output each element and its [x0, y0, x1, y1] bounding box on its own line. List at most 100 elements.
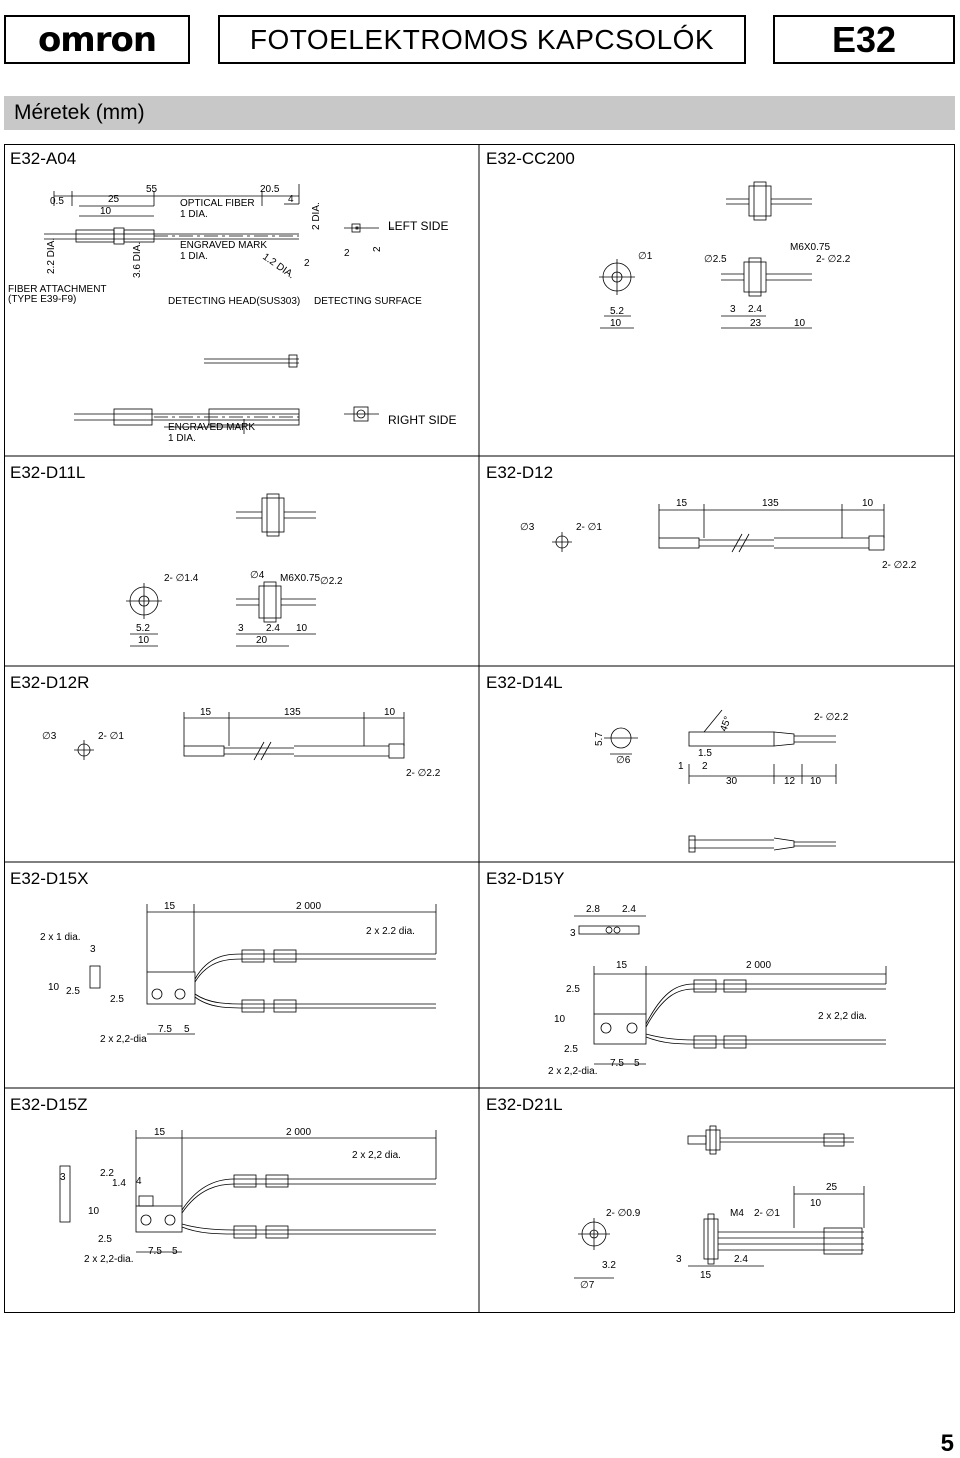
- d14l-dim-12: 12: [784, 776, 796, 787]
- panel-label-e32-d15x: E32-D15X: [10, 869, 88, 888]
- panel-label-e32-d12r: E32-D12R: [10, 673, 89, 692]
- d15x-dim-7.5: 7.5: [158, 1024, 172, 1035]
- drawing-e32-d15x: 15 2 000 2 x 1 dia. 3 2 x 2.2 dia. 10 2.…: [40, 901, 437, 1045]
- d15y-dim-2.5a: 2.5: [566, 984, 580, 995]
- a04-label-1dia-c: 1 DIA.: [168, 433, 196, 444]
- a04-label-type-e39: (TYPE E39-F9): [8, 294, 76, 305]
- panel-label-e32-cc200: E32-CC200: [486, 149, 575, 168]
- dimension-drawings-grid: E32-A04 E32-CC200 E32-D11L E32-D12 E32-D…: [4, 144, 955, 1313]
- header-code-box: E32: [773, 15, 955, 64]
- a04-label-engraved-mark-b: ENGRAVED MARK: [168, 422, 255, 433]
- d12-dim-10: 10: [862, 498, 874, 509]
- d11l-dim-dia2.2: ∅2.2: [320, 576, 343, 587]
- d15z-dim-2.5: 2.5: [98, 1234, 112, 1245]
- cc200-dim-23: 23: [750, 318, 762, 329]
- panel-label-e32-d12: E32-D12: [486, 463, 553, 482]
- d15z-dim-7.5: 7.5: [148, 1246, 162, 1257]
- d15y-dim-2.4: 2.4: [622, 904, 636, 915]
- header-code: E32: [831, 18, 897, 60]
- cc200-dim-5.2: 5.2: [610, 306, 624, 317]
- d15z-dim-10: 10: [88, 1206, 100, 1217]
- d15z-dim-1.4: 1.4: [112, 1178, 126, 1189]
- section-bar: Méretek (mm): [4, 96, 955, 130]
- a04-dim-55: 55: [146, 184, 158, 195]
- a04-dim-2a: 2: [304, 258, 310, 269]
- d21l-dim-m4: M4: [730, 1208, 744, 1219]
- a04-dim-2dia: 2 DIA.: [311, 202, 322, 230]
- panel-label-e32-d15z: E32-D15Z: [10, 1095, 87, 1114]
- d12-dim-dia3: ∅3: [520, 522, 535, 533]
- d21l-dim-2dia1: 2- ∅1: [754, 1208, 780, 1219]
- a04-label-right-side: RIGHT SIDE: [388, 413, 456, 427]
- d21l-dim-3.2: 3.2: [602, 1260, 616, 1271]
- logo-text: omron: [37, 19, 157, 60]
- d21l-dim-2dia0.9: 2- ∅0.9: [606, 1208, 641, 1219]
- d15y-dim-2000: 2 000: [746, 960, 771, 971]
- d15z-dim-2.2: 2.2: [100, 1168, 114, 1179]
- cc200-dim-m6: M6X0.75: [790, 242, 830, 253]
- a04-dim-25: 25: [108, 194, 120, 205]
- a04-dim-3.6dia: 3.6 DIA.: [132, 242, 143, 278]
- d15x-dim-2x2,2dia: 2 x 2,2-dia: [100, 1034, 147, 1045]
- panel-label-e32-a04: E32-A04: [10, 149, 76, 168]
- drawing-e32-d15y: 2.8 2.4 3 15 2 000 2.5 10 2.5 2 x 2,2 di…: [548, 904, 887, 1077]
- section-title: Méretek (mm): [14, 101, 145, 124]
- a04-dim-1.2dia: 1.2 DIA.: [260, 251, 296, 281]
- drawing-e32-d21l: 25 10 M4 2- ∅1 2- ∅0.9 3.2 ∅7 3 2.4 15: [574, 1125, 865, 1291]
- a04-label-left-side: LEFT SIDE: [388, 219, 448, 233]
- d11l-dim-10a: 10: [138, 635, 150, 646]
- d15y-dim-2.5b: 2.5: [564, 1044, 578, 1055]
- drawing-e32-d11l: 2- ∅1.4 ∅4 M6X0.75 ∅2.2 5.2 10 3 2.4 10 …: [126, 493, 343, 647]
- drawing-e32-cc200: ∅1 ∅2.5 M6X0.75 2- ∅2.2 5.2 10 3 2.4 23 …: [599, 181, 851, 329]
- d14l-dim-30: 30: [726, 776, 738, 787]
- d15x-dim-2000: 2 000: [296, 901, 321, 912]
- d15x-dim-2x2.2dia: 2 x 2.2 dia.: [366, 926, 415, 937]
- cc200-dim-dia2.5: ∅2.5: [704, 254, 727, 265]
- a04-label-1dia-b: 1 DIA.: [180, 251, 208, 262]
- d15y-dim-2x2,2dia-b: 2 x 2,2-dia.: [548, 1066, 597, 1077]
- a04-label-optical-fiber: OPTICAL FIBER: [180, 198, 255, 209]
- panel-label-e32-d14l: E32-D14L: [486, 673, 563, 692]
- a04-label-detecting-surface: DETECTING SURFACE: [314, 296, 422, 307]
- d15x-dim-2x1dia: 2 x 1 dia.: [40, 932, 81, 943]
- d21l-dim-2.4: 2.4: [734, 1254, 748, 1265]
- d15y-dim-7.5: 7.5: [610, 1058, 624, 1069]
- d12r-dim-2dia2.2: 2- ∅2.2: [406, 768, 441, 779]
- cc200-dim-dia1: ∅1: [638, 251, 653, 262]
- panel-label-e32-d11l: E32-D11L: [10, 463, 85, 482]
- d12r-dim-2dia1: 2- ∅1: [98, 731, 124, 742]
- a04-dim-2c: 2: [372, 246, 383, 252]
- d11l-dim-2.4: 2.4: [266, 623, 280, 634]
- d11l-dim-3: 3: [238, 623, 244, 634]
- panel-label-e32-d15y: E32-D15Y: [486, 869, 564, 888]
- d12r-dim-135: 135: [284, 707, 301, 718]
- d12r-dim-10: 10: [384, 707, 396, 718]
- d15y-dim-5: 5: [634, 1058, 640, 1069]
- a04-dim-10: 10: [100, 206, 112, 217]
- d12r-dim-15: 15: [200, 707, 212, 718]
- header-title: FOTOELEKTROMOS KAPCSOLÓK: [249, 23, 715, 55]
- cc200-dim-3: 3: [730, 304, 736, 315]
- d15y-dim-2.8: 2.8: [586, 904, 600, 915]
- d15y-dim-10: 10: [554, 1014, 566, 1025]
- d11l-dim-20: 20: [256, 635, 268, 646]
- a04-dim-4: 4: [288, 194, 294, 205]
- a04-label-1dia: 1 DIA.: [180, 209, 208, 220]
- cc200-dim-10b: 10: [794, 318, 806, 329]
- d14l-dim-1: 1: [678, 761, 684, 772]
- d11l-dim-10b: 10: [296, 623, 308, 634]
- d15z-dim-3: 3: [60, 1172, 66, 1183]
- d14l-dim-5.7: 5.7: [594, 732, 605, 746]
- a04-label-detecting-head: DETECTING HEAD(SUS303): [168, 296, 300, 307]
- page-number: 5: [940, 1430, 954, 1457]
- a04-dim-0.5: 0.5: [50, 196, 64, 207]
- d14l-dim-45deg: 45°: [718, 715, 734, 733]
- d15y-dim-3: 3: [570, 928, 576, 939]
- grid-lines: [4, 144, 955, 1313]
- a04-dim-2b: 2: [344, 248, 350, 259]
- d14l-dim-dia6: ∅6: [616, 755, 631, 766]
- d14l-dim-10: 10: [810, 776, 822, 787]
- d15z-dim-2x2,2dia-b: 2 x 2,2-dia.: [84, 1254, 133, 1265]
- d21l-dim-15: 15: [700, 1270, 712, 1281]
- d11l-dim-dia4: ∅4: [250, 570, 265, 581]
